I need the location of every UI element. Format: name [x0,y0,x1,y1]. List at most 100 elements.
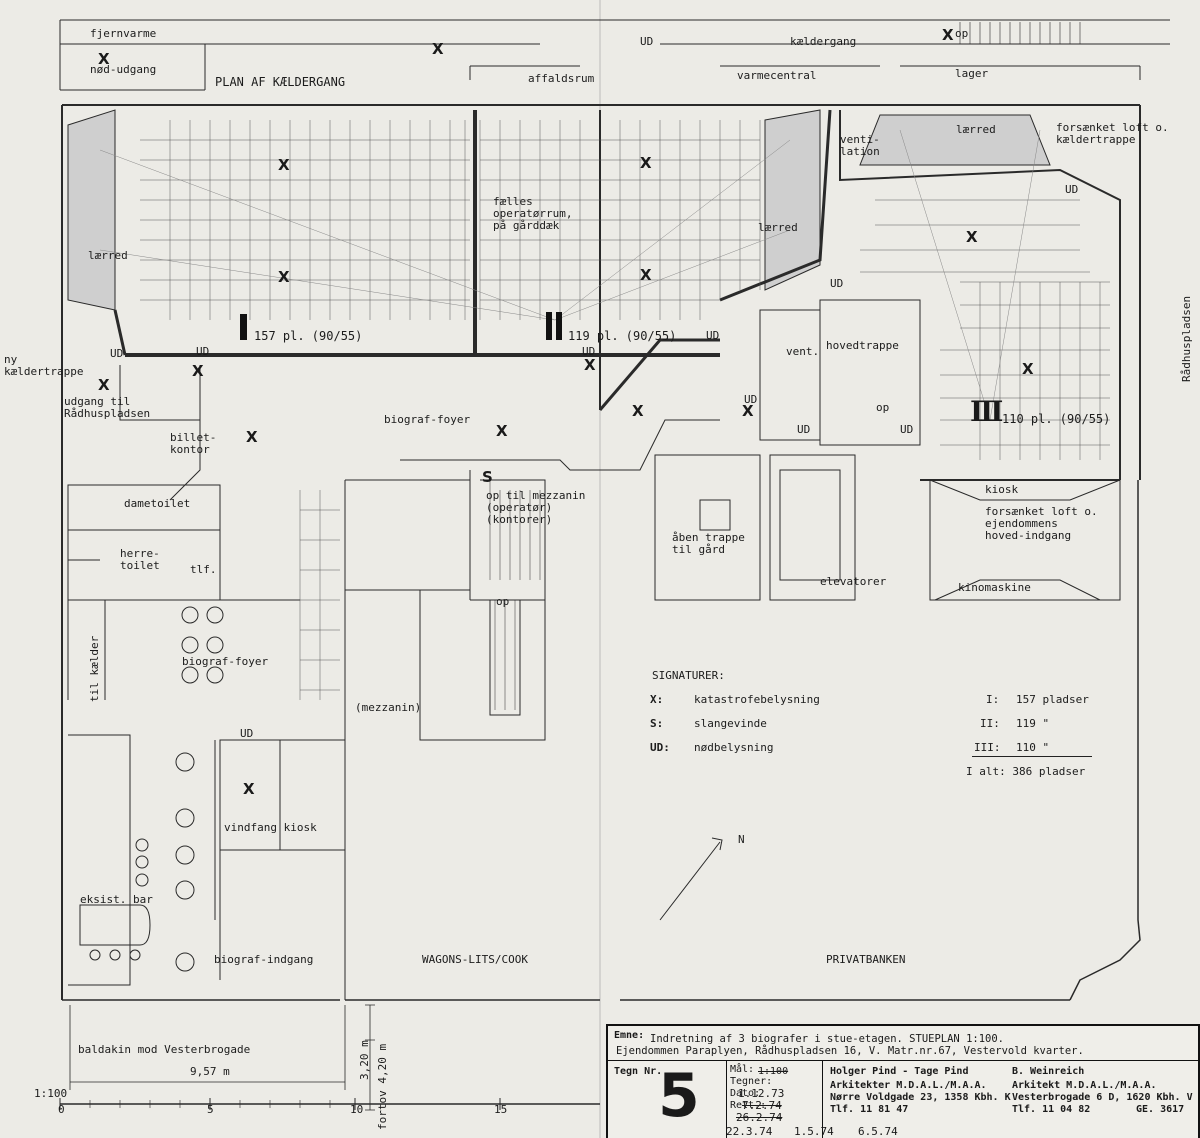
stair-up-marker: op [496,595,510,608]
emergency-light-marker: X [278,268,290,286]
architect-2-address: Vesterbrogade 6 D, 1620 Kbh. V [1012,1092,1193,1103]
architect-2-phone: Tlf. 11 04 82 [1012,1104,1091,1115]
label-lowered-ceiling-top: forsænket loft o. kældertrappe [1056,121,1169,146]
legend: SIGNATURER: X: katastrofebelysning S: sl… [650,670,1110,780]
emergency-light-marker: X [246,428,258,446]
label-projector: kinomaskine [958,581,1031,594]
drawing-number-key: Tegn Nr. [614,1066,663,1077]
emergency-light-marker: X [496,422,508,440]
label-ticket-office: billet- kontor [170,431,217,456]
label-varmecentral: varmecentral [737,69,817,82]
architect-1-address: Nørre Voldgade 23, 1358 Kbh. K [830,1092,1011,1103]
title-divider [726,1060,727,1138]
label-lager: lager [955,67,989,80]
label-kiosk-right: kiosk [985,483,1019,496]
capacity-total: I alt: 386 pladser [966,765,1086,778]
label-ladies-toilet: dametoilet [124,497,191,510]
emergency-exit-light: UD [110,347,124,360]
emergency-light-marker: X [98,376,110,394]
hall-2-capacity: 119 pl. (90/55) [568,329,677,343]
capacity-hall: III: [974,741,1001,754]
label-elevators: elevatorer [820,575,887,588]
revision-date-1: 7.2.74 [742,1099,782,1112]
label-stair-to-mezzanine: op til mezzanin (operatør) (kontorer) [486,489,586,526]
emergency-light-marker: X [640,154,652,172]
emergency-light-marker: X [640,266,652,284]
label-vent: vent. [786,345,820,358]
label-wagons-lits: WAGONS-LITS/COOK [422,953,528,966]
date-value: 1.12.73 [738,1087,785,1100]
emergency-light-marker: X [98,50,110,68]
title-divider [608,1060,1198,1061]
label-cinema-foyer-top: biograf-foyer [384,413,471,426]
label-main-stair: hovedtrappe [826,339,899,352]
capacity-text: 119 " [1016,717,1050,730]
capacity-hall: II: [980,717,1000,730]
emergency-exit-light: UD [830,277,844,290]
label-vestibule-kiosk: vindfang kiosk [224,821,317,834]
label-kaeldergang: kældergang [790,35,857,48]
title-divider [822,1060,823,1138]
drafter-key: Tegner: [730,1076,773,1087]
label-mezzanine: (mezzanin) [355,701,422,714]
legend-title: SIGNATURER: [652,669,725,682]
label-fjernvarme: fjernvarme [90,27,157,40]
label-existing-bar: eksist. bar [80,893,153,906]
total-underline [972,756,1092,757]
label-new-basement-stair: ny kældertrappe [4,353,84,378]
basement-plan-title: PLAN AF KÆLDERGANG [215,75,346,89]
emergency-light-marker: X [742,402,754,420]
revision-key: Rett.: [730,1100,767,1111]
label-lowered-ceiling-entrance: forsænket loft o. ejendommens hoved-indg… [985,505,1098,542]
emergency-light-marker: X [584,356,596,374]
date-key: Dato: [730,1088,761,1099]
emergency-exit-light: UD [196,345,210,358]
emergency-exit-light: UD [240,727,254,740]
revision-date-3: 22.3.74 [726,1125,773,1138]
label-affaldsrum: affaldsrum [528,72,595,85]
label-screen-hall-2: lærred [758,221,798,234]
label-gents-toilet: herre- toilet [120,547,160,572]
emergency-light-marker: X [966,228,978,246]
architect-2-title: Arkitekt M.D.A.L./M.A.A. [1012,1080,1157,1091]
emergency-light-marker: X [243,780,255,798]
scale-value: 1:100 [758,1066,789,1077]
capacity-hall: I: [986,693,1000,706]
legend-text: katastrofebelysning [694,693,820,706]
label-open-stair: åben trappe til gård [672,531,745,556]
label-telephone: tlf. [190,563,217,576]
subject-line-1: Indretning af 3 biografer i stue-etagen.… [650,1033,1005,1045]
stair-up-marker: op [955,27,969,40]
architect-1-title: Arkitekter M.D.A.L./M.A.A. [830,1080,987,1091]
emergency-exit-light: UD [744,393,758,406]
subject-key: Emne: [614,1030,645,1041]
hall-iii-marker: III [970,395,1003,428]
scale-label: 1:100 [34,1087,68,1100]
label-screen-hall-3: lærred [956,123,996,136]
revision-date-4: 1.5.74 [794,1125,834,1138]
architect-2-name: B. Weinreich [1012,1066,1085,1077]
emergency-light-marker: X [192,362,204,380]
label-exit-raadhuspladsen: udgang til Rådhuspladsen [64,395,151,420]
legend-text: nødbelysning [694,741,774,754]
legend-key: UD: [650,741,670,754]
scale-tick-5: 5 [207,1103,214,1116]
architect-1-name: Holger Pind - Tage Pind [830,1066,969,1077]
label-raadhuspladsen: Rådhuspladsen [1180,295,1193,382]
label-to-basement: til kælder [88,635,101,702]
capacity-text: 157 pladser [1016,693,1089,706]
revision-date-5: 6.5.74 [858,1125,898,1138]
emergency-exit-light: UD [640,35,654,48]
emergency-exit-light: UD [1065,183,1079,196]
drawing-number: 5 [658,1061,700,1131]
scale-key: Mål: [730,1064,755,1075]
hall-3-capacity: 110 pl. (90/55) [1002,412,1111,426]
architect-1-phone: Tlf. 11 81 47 [830,1104,909,1115]
north-indicator: N [738,833,745,846]
hall-1-capacity: 157 pl. (90/55) [254,329,363,343]
emergency-exit-light: UD [582,345,596,358]
emergency-exit-light: UD [706,329,720,342]
emergency-light-marker: X [1022,360,1034,378]
